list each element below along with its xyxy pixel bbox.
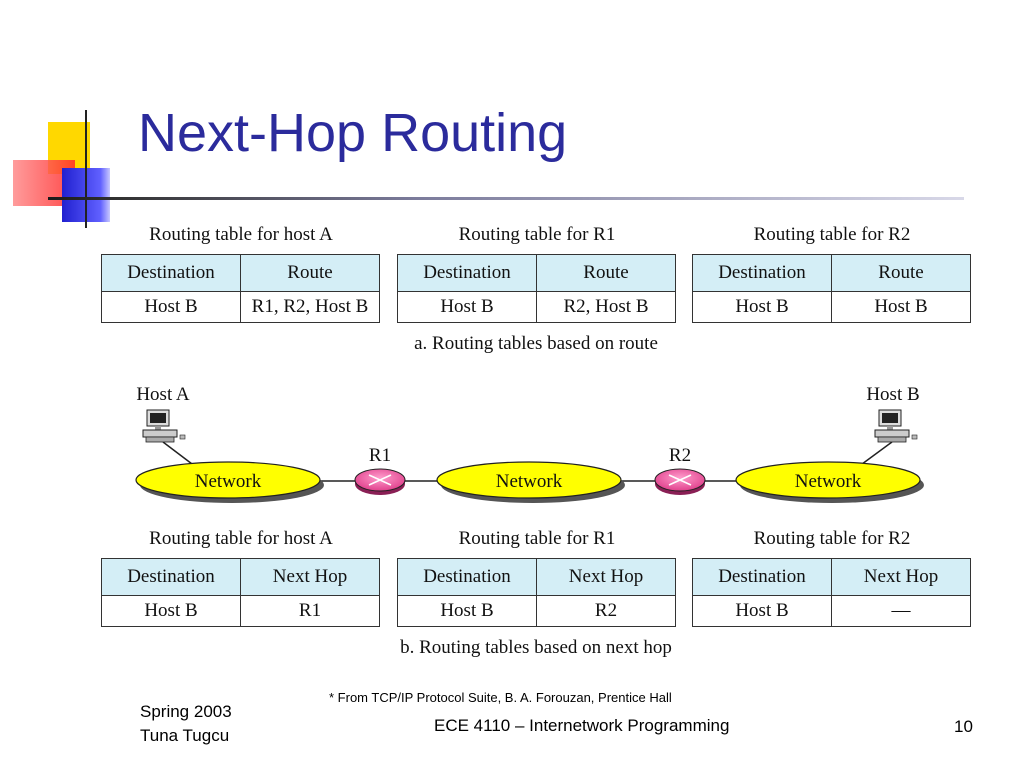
network-diagram: Network Network Network R1 R2 Host A Hos… [135,384,924,503]
network-middle-ellipse [436,461,625,503]
host-a-computer-icon [142,409,186,443]
table-cell: R2 [536,595,676,627]
table-header-cell: Destination [397,558,537,596]
routing-table-a-r2: Destination Route Host B Host B [692,254,971,323]
table-a2-title: Routing table for R1 [458,224,616,245]
footer-course: ECE 4110 – Internetwork Programming [434,716,730,735]
routing-table-a-host-a: Destination Route Host B R1, R2, Host B [101,254,380,323]
host-a-label: Host A [136,384,190,405]
table-cell: R2, Host B [536,291,676,323]
network-right-ellipse [735,461,924,503]
footer-author: Tuna Tugcu [140,726,230,745]
router-r2-icon [654,468,706,495]
table-header-cell: Next Hop [831,558,971,596]
table-header-cell: Destination [692,558,832,596]
table-cell: Host B [101,595,241,627]
table-header-cell: Route [536,254,676,292]
table-header-cell: Destination [101,254,241,292]
table-cell: Host B [101,291,241,323]
footer-term: Spring 2003 [140,702,232,721]
table-header-cell: Destination [101,558,241,596]
table-a1-title: Routing table for host A [149,224,333,245]
table-header-cell: Route [240,254,380,292]
page-number: 10 [954,717,973,736]
host-b-computer-icon [874,409,918,443]
table-header-cell: Route [831,254,971,292]
network-left-ellipse [135,461,324,503]
router-r2-label: R2 [669,445,691,466]
table-header-cell: Destination [397,254,537,292]
routing-table-a-r1: Destination Route Host B R2, Host B [397,254,676,323]
routing-table-b-r2: Destination Next Hop Host B — [692,558,971,627]
table-cell: R1, R2, Host B [240,291,380,323]
table-cell: Host B [397,595,537,627]
table-cell: — [831,595,971,627]
router-r1-icon [354,468,406,495]
table-a3-title: Routing table for R2 [753,224,911,245]
table-cell: Host B [692,291,832,323]
routing-table-b-r1: Destination Next Hop Host B R2 [397,558,676,627]
table-cell: Host B [692,595,832,627]
network-label: Network [496,471,563,492]
title-underline [48,197,964,200]
table-cell: R1 [240,595,380,627]
table-cell: Host B [831,291,971,323]
table-header-cell: Next Hop [240,558,380,596]
table-b2-title: Routing table for R1 [458,528,616,549]
routing-table-b-host-a: Destination Next Hop Host B R1 [101,558,380,627]
title-decoration-vertical-line [85,110,87,228]
table-header-cell: Next Hop [536,558,676,596]
caption-b: b. Routing tables based on next hop [400,637,672,658]
slide-title: Next-Hop Routing [138,103,568,163]
network-label: Network [195,471,262,492]
source-note: * From TCP/IP Protocol Suite, B. A. Foro… [329,690,672,705]
table-b3-title: Routing table for R2 [753,528,911,549]
table-cell: Host B [397,291,537,323]
caption-a: a. Routing tables based on route [414,333,658,354]
table-b1-title: Routing table for host A [149,528,333,549]
network-label: Network [795,471,862,492]
table-header-cell: Destination [692,254,832,292]
host-b-label: Host B [866,384,919,405]
router-r1-label: R1 [369,445,391,466]
host-a-link [162,441,197,468]
